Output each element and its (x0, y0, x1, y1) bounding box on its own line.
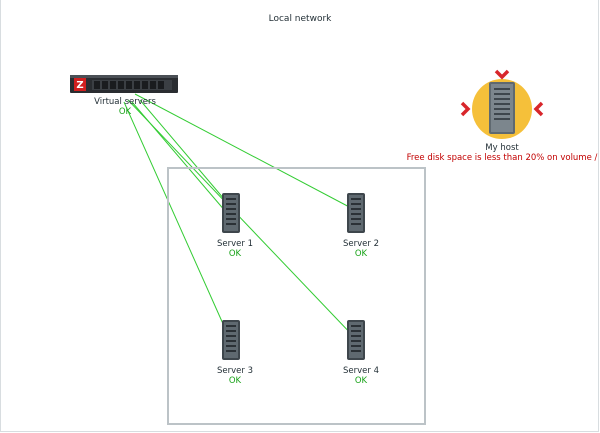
link-virtual-server3[interactable] (123, 101, 229, 336)
svg-text:Z: Z (76, 80, 83, 91)
server-icon[interactable] (347, 193, 365, 237)
host-label-my-host: My host Free disk space is less than 20%… (407, 143, 598, 163)
rack-server-icon[interactable]: Z (68, 73, 180, 95)
link-virtual-server1[interactable] (139, 99, 231, 207)
server-group-box[interactable] (167, 167, 426, 425)
server-icon[interactable] (222, 193, 240, 237)
host-name: Virtual servers (94, 97, 156, 107)
server-icon[interactable] (347, 320, 365, 364)
host-name: My host (485, 143, 519, 153)
host-status: OK (354, 376, 368, 386)
link-virtual-server4[interactable] (127, 99, 356, 339)
server-icon[interactable] (222, 320, 240, 364)
host-label-server-4: Server 4 OK (343, 366, 379, 386)
host-name: Server 3 (217, 366, 253, 376)
host-name: Server 1 (217, 239, 253, 249)
host-status: OK (354, 249, 368, 259)
host-name: Server 2 (343, 239, 379, 249)
map-title: Local network (268, 14, 332, 24)
host-label-server-1: Server 1 OK (217, 239, 253, 259)
host-status: OK (118, 107, 132, 117)
host-label-virtual-servers: Virtual servers OK (94, 97, 156, 117)
link-virtual-server2[interactable] (134, 93, 356, 211)
host-name: Server 4 (343, 366, 379, 376)
problem-text: Free disk space is less than 20% on volu… (406, 153, 598, 163)
host-label-server-3: Server 3 OK (217, 366, 253, 386)
host-label-server-2: Server 2 OK (343, 239, 379, 259)
host-status: OK (228, 376, 242, 386)
host-status: OK (228, 249, 242, 259)
server-problem-icon[interactable] (458, 68, 546, 144)
